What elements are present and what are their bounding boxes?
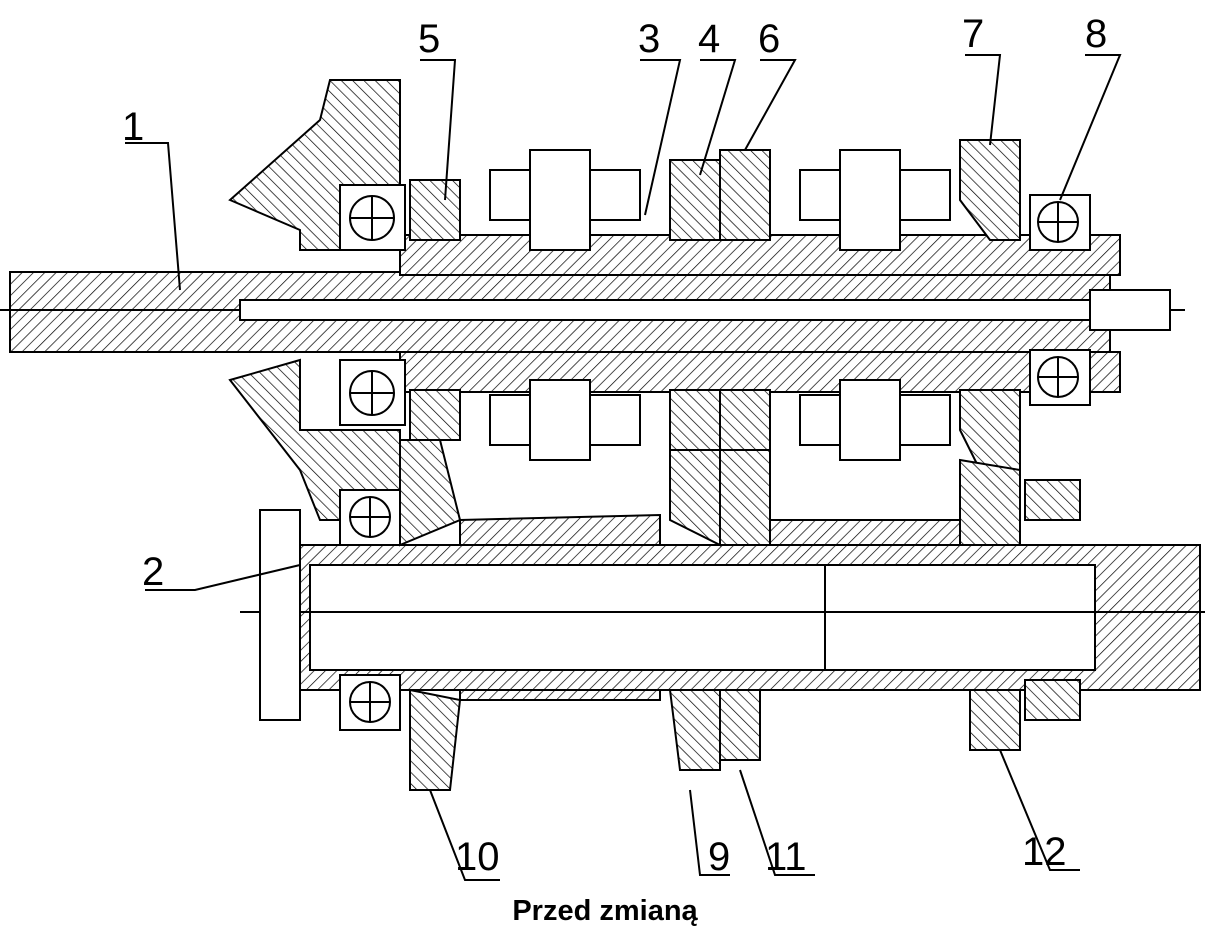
- callout-2: 2: [142, 550, 164, 594]
- upper-bearings: [339, 184, 1091, 426]
- callout-11: 11: [765, 835, 807, 879]
- callout-10: 10: [455, 835, 500, 879]
- callout-12: 12: [1022, 830, 1067, 874]
- callout-5: 5: [418, 17, 440, 61]
- callout-1: 1: [122, 105, 144, 149]
- upper-synchronizers: [489, 149, 951, 461]
- lower-gears: [399, 439, 1021, 791]
- callout-7: 7: [962, 12, 984, 56]
- upper-housing: [228, 79, 1121, 521]
- lower-bearings: [339, 479, 1081, 731]
- callout-9: 9: [708, 835, 730, 879]
- callout-4: 4: [698, 17, 720, 61]
- callout-8: 8: [1085, 12, 1107, 56]
- callout-6: 6: [758, 17, 780, 61]
- upper-gears: [409, 139, 1021, 471]
- leader-lines: [125, 54, 1122, 881]
- figure-caption: Przed zmianą: [512, 895, 698, 927]
- input-shaft: [0, 271, 1185, 353]
- callout-3: 3: [638, 17, 660, 61]
